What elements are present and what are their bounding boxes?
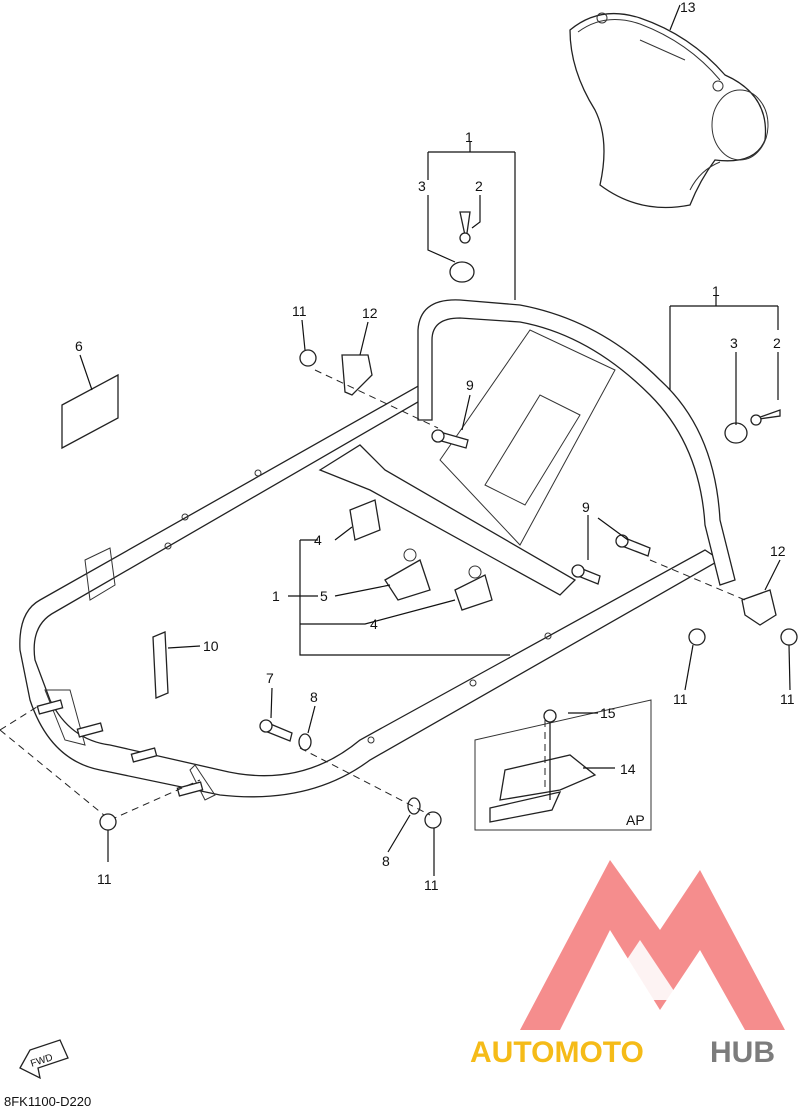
callout-3-right: 3 [730,335,738,351]
callout-labels: 1 3 2 13 1 3 2 11 12 6 9 9 4 12 1 5 4 10… [75,0,795,893]
callout-12-left: 12 [362,305,378,321]
diagram-code: 8FK1100-D220 [4,1094,92,1109]
cushion-right [724,409,781,444]
tab-plate [152,631,201,699]
main-frame [19,299,736,801]
watermark-brand-part1: AUTOMOTO [470,1036,644,1069]
bracket-left [314,354,439,429]
grab-bar-cover [569,12,769,209]
callout-10: 10 [203,638,219,654]
bracket-right [649,559,777,626]
fwd-arrow-icon: FWD [19,1039,69,1080]
callout-1-clips: 1 [272,588,280,604]
callout-2-top: 2 [475,178,483,194]
callout-12-right: 12 [770,543,786,559]
callout-4-lower: 4 [370,616,378,632]
washers [298,733,421,815]
callout-13: 13 [680,0,696,15]
callout-5: 5 [320,588,328,604]
callout-7: 7 [266,670,274,686]
callout-9-left: 9 [466,377,474,393]
callout-11-right-mid: 11 [673,691,688,707]
harness-clips [349,499,493,611]
callout-15: 15 [600,705,616,721]
callout-4-upper: 4 [314,532,322,548]
callout-9-right: 9 [582,499,590,515]
callout-8-upper: 8 [310,689,318,705]
nuts [99,349,798,831]
inset-box [474,699,652,831]
callout-11-lower-left: 11 [97,871,112,887]
callout-14: 14 [620,761,636,777]
watermark-brand-part2: HUB [710,1036,775,1069]
inset-ap-label: AP [626,812,645,828]
watermark-logo: AUTOMOTO HUB [470,860,785,1069]
callout-11-lower-mid: 11 [424,877,439,893]
decal-label [61,354,119,450]
front-dash-guide [0,704,201,821]
callout-11-far-right: 11 [780,691,795,707]
callout-2-right: 2 [773,335,781,351]
callout-6: 6 [75,338,83,354]
callout-11-upper-left: 11 [292,303,307,319]
callout-8-lower: 8 [382,853,390,869]
front-studs [36,699,204,797]
cushion-left [449,211,475,283]
callout-3-top: 3 [418,178,426,194]
leader-lines [107,4,791,876]
callout-1-right: 1 [712,283,720,299]
callout-1-top: 1 [465,129,473,145]
